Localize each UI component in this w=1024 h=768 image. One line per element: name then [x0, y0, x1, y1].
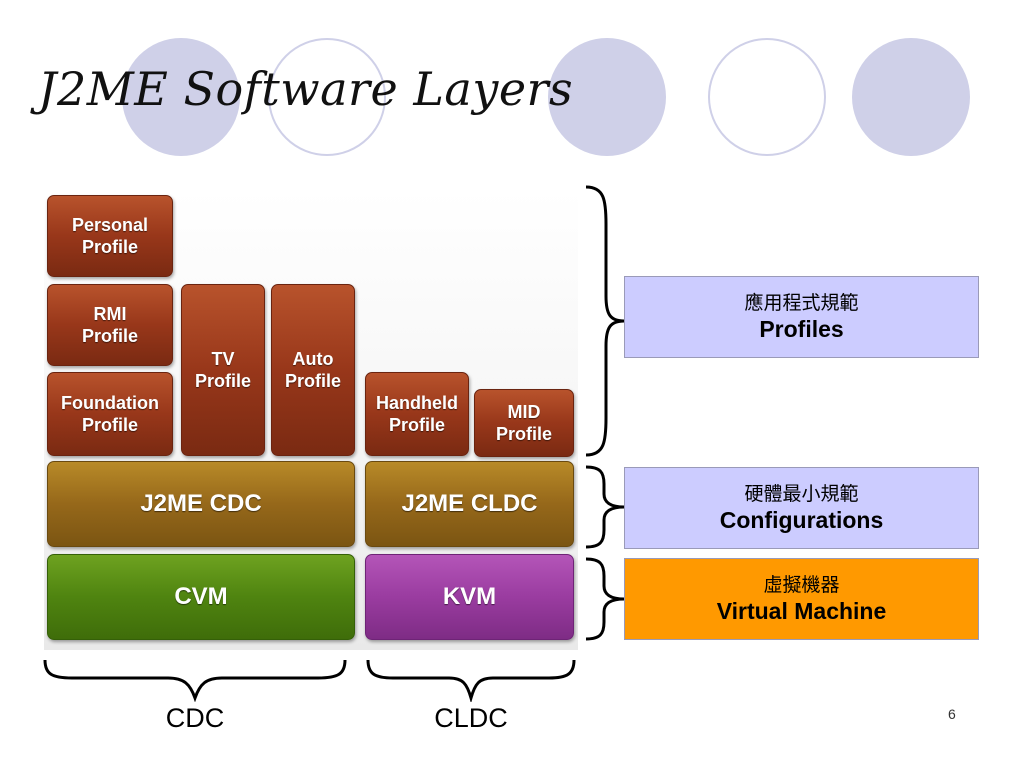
profiles-legend-en: Profiles [759, 315, 844, 342]
cdc-bottom-brace [43, 659, 347, 702]
cldc-bottom-label: CLDC [434, 703, 508, 733]
virtual-machine-legend-box: 虛擬機器 Virtual Machine [624, 558, 979, 640]
decor-circle-2 [268, 38, 386, 156]
slide-title: J2ME Software Layers [38, 62, 574, 116]
slide-number: 6 [948, 706, 956, 722]
auto-profile-label: Auto Profile [284, 348, 341, 392]
tv-profile-label: TV Profile [194, 348, 251, 392]
decor-circle-4 [708, 38, 826, 156]
decor-circle-3 [548, 38, 666, 156]
cdc-bottom-label: CDC [165, 703, 225, 733]
auto-profile-block: Auto Profile [271, 284, 355, 456]
cldc-bottom-brace [366, 659, 576, 702]
rmi-profile-label: RMI Profile [81, 303, 138, 347]
profiles-legend-box: 應用程式規範 Profiles [624, 276, 979, 358]
configurations-legend-zh: 硬體最小規範 [744, 482, 859, 505]
profiles-brace [585, 185, 625, 457]
foundation-profile-label: Foundation Profile [61, 392, 159, 436]
j2me-cdc-block: J2ME CDC [47, 461, 355, 547]
personal-profile-label: Personal Profile [71, 214, 149, 258]
j2me-cldc-label: J2ME CLDC [401, 490, 538, 517]
j2me-cdc-label: J2ME CDC [140, 490, 262, 517]
kvm-block: KVM [365, 554, 574, 640]
mid-profile-block: MID Profile [474, 389, 574, 457]
foundation-profile-block: Foundation Profile [47, 372, 173, 456]
tv-profile-block: TV Profile [181, 284, 265, 456]
handheld-profile-block: Handheld Profile [365, 372, 469, 456]
personal-profile-block: Personal Profile [47, 195, 173, 277]
rmi-profile-block: RMI Profile [47, 284, 173, 366]
configurations-legend-en: Configurations [719, 506, 884, 533]
virtual-machine-brace [585, 557, 625, 641]
configurations-legend-box: 硬體最小規範 Configurations [624, 467, 979, 549]
decor-circle-1 [122, 38, 240, 156]
cvm-label: CVM [174, 583, 228, 610]
j2me-cldc-block: J2ME CLDC [365, 461, 574, 547]
decor-circle-5 [852, 38, 970, 156]
cvm-block: CVM [47, 554, 355, 640]
profiles-legend-zh: 應用程式規範 [744, 291, 859, 314]
virtual-machine-legend-en: Virtual Machine [716, 597, 887, 624]
configurations-brace [585, 465, 625, 549]
virtual-machine-legend-zh: 虛擬機器 [763, 573, 840, 596]
mid-profile-label: MID Profile [495, 401, 552, 445]
kvm-label: KVM [442, 583, 497, 610]
handheld-profile-label: Handheld Profile [375, 392, 458, 436]
